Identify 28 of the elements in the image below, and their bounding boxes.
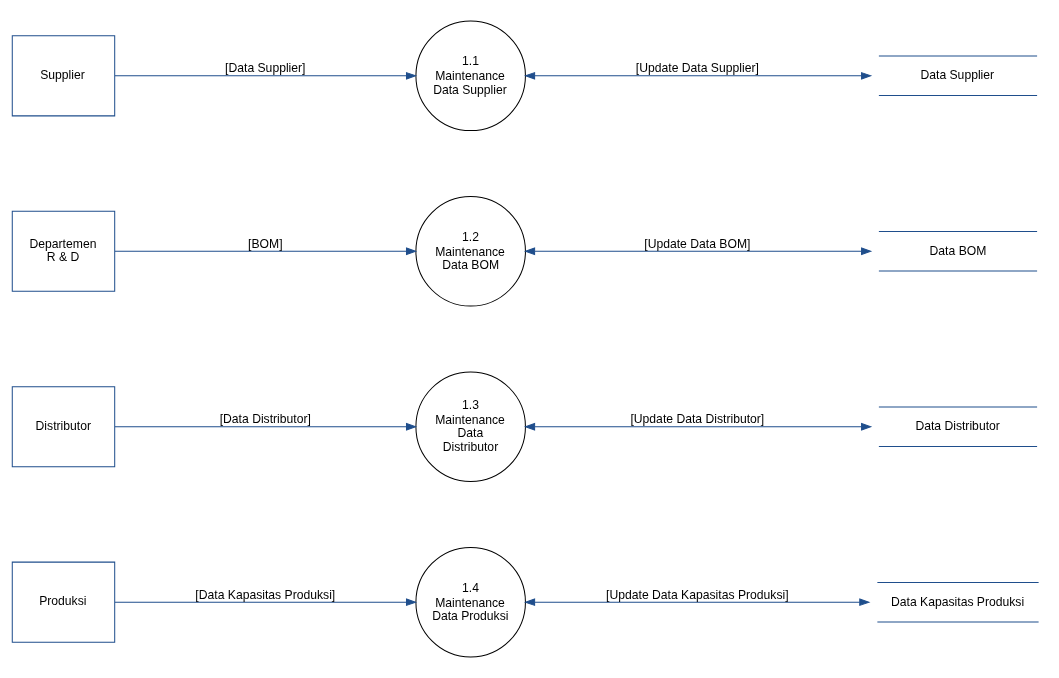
node-text: Data BOM — [929, 243, 987, 258]
node-text: Data Kapasitas Produksi — [891, 594, 1025, 609]
edge-label: [BOM] — [248, 236, 283, 251]
arrow — [523, 247, 873, 256]
node-text: Data Supplier — [920, 68, 995, 83]
edge-label: [Data Kapasitas Produksi] — [195, 587, 336, 602]
node-box: Supplier — [11, 35, 116, 117]
arrow — [523, 598, 871, 607]
edge-label: [Data Supplier] — [225, 61, 306, 76]
edge-label: [Update Data Kapasitas Produksi] — [606, 587, 789, 602]
node-circle: 1.4 Maintenance Data Produksi — [415, 546, 526, 658]
node-box: Departemen R & D — [11, 210, 116, 292]
arrow — [114, 247, 418, 256]
arrow — [114, 71, 418, 80]
arrow — [523, 422, 873, 431]
node-circle: 1.2 Maintenance Data BOM — [415, 196, 526, 307]
node-text: Data Distributor — [915, 419, 1000, 434]
arrow — [114, 422, 418, 431]
edge-label: [Update Data BOM] — [644, 236, 751, 251]
edge-label: [Update Data Distributor] — [630, 412, 765, 427]
node-box: Distributor — [11, 386, 116, 468]
node-circle: 1.1 Maintenance Data Supplier — [415, 20, 526, 132]
node-circle: 1.3 Maintenance Data Distributor — [415, 371, 526, 482]
edge-label: [Update Data Supplier] — [635, 61, 759, 76]
arrow — [523, 71, 873, 80]
arrow — [114, 598, 418, 607]
edge-label: [Data Distributor] — [219, 412, 311, 427]
node-box: Produksi — [11, 561, 116, 643]
